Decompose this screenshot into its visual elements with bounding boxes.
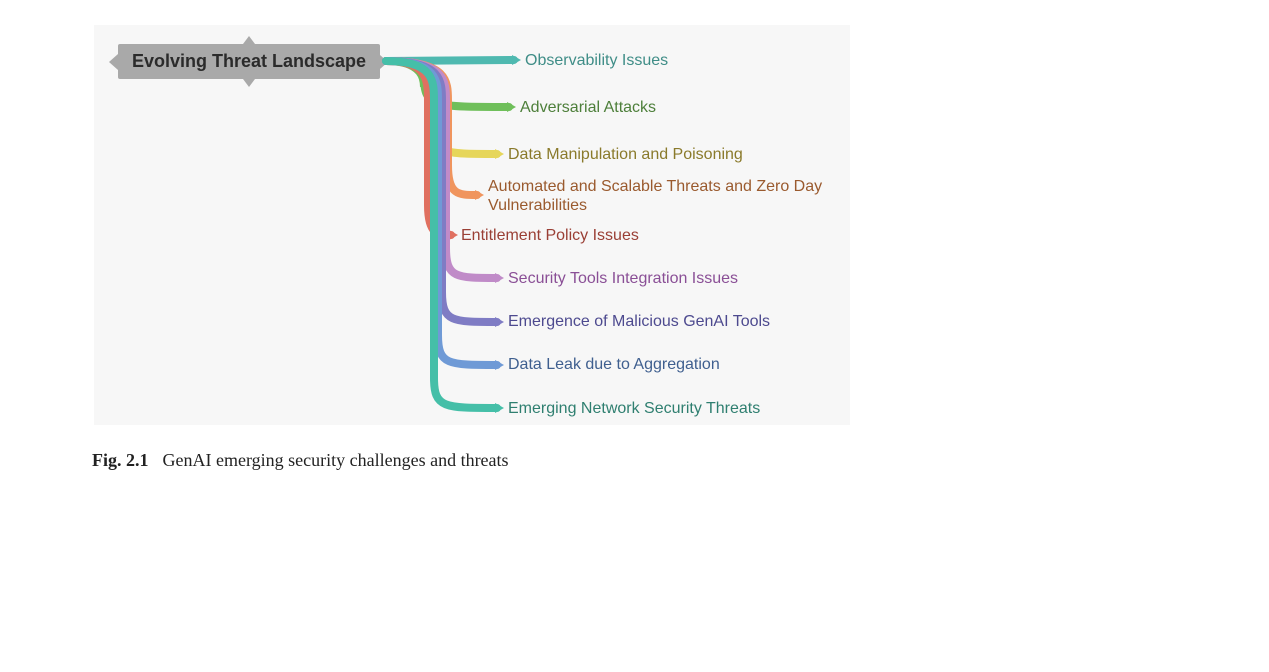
root-node: Evolving Threat Landscape <box>118 44 380 79</box>
branch-arrowhead <box>495 360 504 370</box>
branch-arrowhead <box>495 403 504 413</box>
figure-number: Fig. 2.1 <box>92 450 149 470</box>
branch-label-data-leak: Data Leak due to Aggregation <box>508 356 720 373</box>
branch-arrowhead <box>449 230 458 240</box>
root-node-top-pointer <box>243 36 255 44</box>
branch-arrowhead <box>495 317 504 327</box>
figure-caption-text: GenAI emerging security challenges and t… <box>162 450 509 470</box>
branch-arrowhead <box>507 102 516 112</box>
figure-caption: Fig. 2.1 GenAI emerging security challeng… <box>92 450 509 471</box>
diagram-connectors <box>109 36 521 413</box>
root-node-left-pointer <box>109 54 118 70</box>
diagram-figure: Evolving Threat Landscape Observability … <box>94 25 850 425</box>
branch-label-entitlement: Entitlement Policy Issues <box>461 227 639 244</box>
branch-arrowhead <box>495 149 504 159</box>
branch-label-malicious-genai: Emergence of Malicious GenAI Tools <box>508 313 771 330</box>
root-node-bottom-pointer <box>243 79 255 87</box>
branch-label-network-threats: Emerging Network Security Threats <box>508 400 761 417</box>
branch-label-observability: Observability Issues <box>525 52 669 69</box>
branch-connector <box>382 57 501 412</box>
root-node-label: Evolving Threat Landscape <box>131 51 367 71</box>
branch-arrowhead <box>512 55 521 65</box>
branch-label-data-manipulation: Data Manipulation and Poisoning <box>508 146 743 163</box>
branch-label-adversarial: Adversarial Attacks <box>520 99 657 116</box>
branch-label-automated-threats: Automated and Scalable Threats and Zero … <box>488 178 823 214</box>
branch-label-security-tools: Security Tools Integration Issues <box>508 270 739 287</box>
branch-arrowhead <box>495 273 504 283</box>
branch-arrowhead <box>475 190 484 200</box>
